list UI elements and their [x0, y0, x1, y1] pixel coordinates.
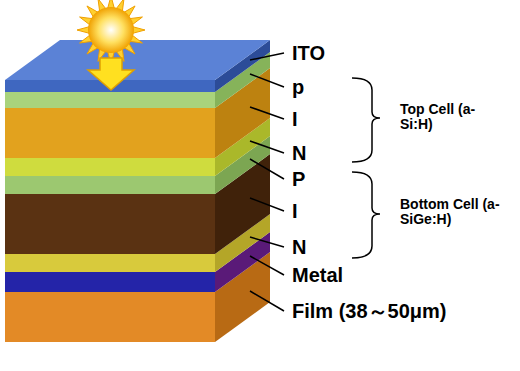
- light-arrow: [88, 58, 134, 90]
- layer-front: [5, 194, 215, 254]
- layer-front: [5, 292, 215, 342]
- layer-front: [5, 158, 215, 176]
- layer-label: Metal: [292, 264, 343, 286]
- layer-stack: [5, 40, 270, 342]
- layer-label: ITO: [292, 42, 325, 64]
- layer-front: [5, 176, 215, 194]
- layer-front: [5, 254, 215, 272]
- layer-label: p: [292, 76, 304, 98]
- layer-label: I: [292, 200, 298, 222]
- layer-top: [5, 40, 270, 80]
- sun-icon: [77, 0, 145, 64]
- cell-label: Top Cell (a-Si:H): [400, 102, 500, 133]
- leader-lines: [250, 53, 284, 311]
- cell-brackets: [352, 78, 380, 258]
- layer-label: N: [292, 142, 306, 164]
- layer-label: Film (38～50μm): [292, 300, 447, 322]
- layer-label: P: [292, 168, 305, 190]
- layer-front: [5, 272, 215, 292]
- layer-label: I: [292, 108, 298, 130]
- layer-front: [5, 108, 215, 158]
- cell-label: Bottom Cell (a-SiGe:H): [400, 197, 500, 228]
- layer-label: N: [292, 236, 306, 258]
- layer-front: [5, 92, 215, 108]
